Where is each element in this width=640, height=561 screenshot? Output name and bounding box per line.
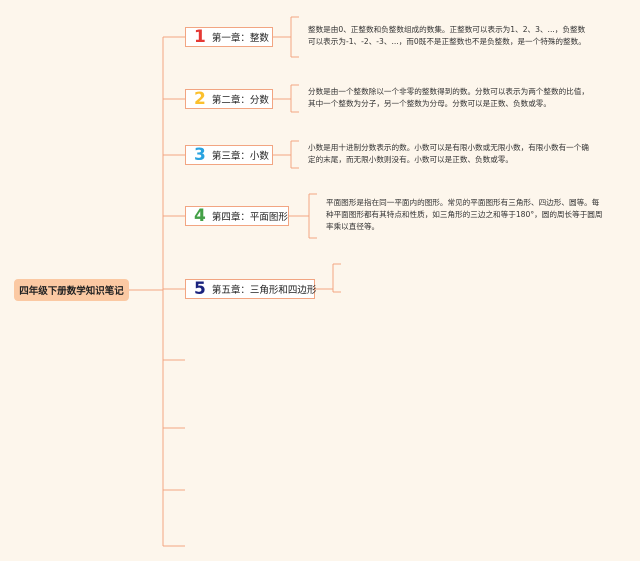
chapter-4-title: 第四章：平面图形 — [211, 212, 288, 223]
chapter-4-node[interactable]: 4 第四章：平面图形 — [185, 206, 289, 226]
chapter-3-title: 第三章：小数 — [211, 151, 269, 162]
chapter-2-title: 第二章：分数 — [211, 95, 269, 106]
chapter-5-node[interactable]: 5 第五章：三角形和四边形 — [185, 279, 317, 299]
chapter-3-number: 3 — [194, 145, 206, 165]
root-label: 四年级下册数学知识笔记 — [19, 286, 124, 297]
chapter-1-title: 第一章：整数 — [211, 33, 269, 44]
root-node[interactable]: 四年级下册数学知识笔记 — [14, 279, 129, 301]
chapter-5-title: 第五章：三角形和四边形 — [211, 285, 317, 296]
chapter-1-number: 1 — [194, 27, 206, 47]
chapter-2-node[interactable]: 2 第二章：分数 — [185, 89, 273, 109]
chapter-1-node[interactable]: 1 第一章：整数 — [185, 27, 273, 47]
chapter-5-number: 5 — [194, 279, 206, 299]
chapter-4-number: 4 — [194, 206, 206, 226]
chapter-3-description: 小数是用十进制分数表示的数。小数可以是有限小数或无限小数，有限小数有一个确定的末… — [308, 143, 589, 164]
chapter-4-description: 平面图形是指在同一平面内的图形。常见的平面图形有三角形、四边形、圆等。每种平面图… — [326, 198, 603, 231]
chapter-1-description: 整数是由0、正整数和负整数组成的数集。正整数可以表示为1、2、3、...，负整数… — [308, 25, 586, 46]
chapter-2-description: 分数是由一个整数除以一个非零的整数得到的数。分数可以表示为两个整数的比值，其中一… — [308, 87, 589, 108]
chapter-3-node[interactable]: 3 第三章：小数 — [185, 145, 273, 165]
chapter-2-number: 2 — [194, 89, 206, 109]
